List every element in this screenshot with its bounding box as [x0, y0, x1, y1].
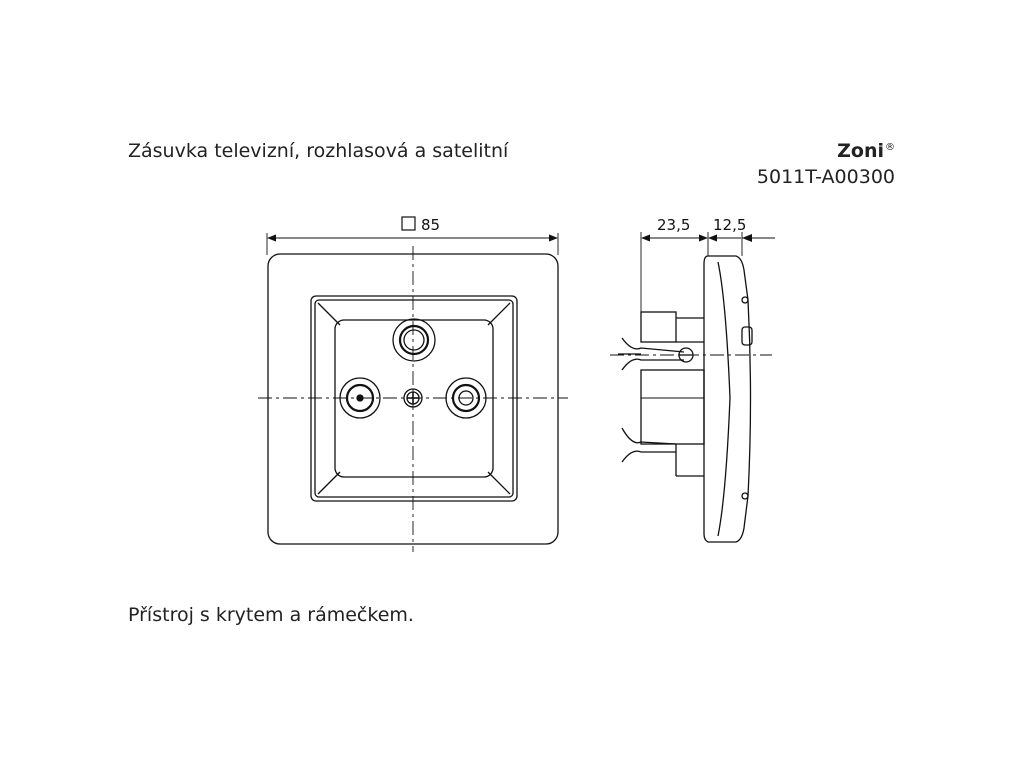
bevel-tl	[317, 302, 341, 326]
square-symbol	[401, 216, 416, 231]
side-height-arrow	[742, 234, 752, 242]
product-code: 5011T-A00300	[756, 166, 895, 188]
cover-profile-inner	[717, 261, 731, 537]
bevel-tr	[487, 302, 511, 326]
registered-mark: ®	[885, 141, 895, 153]
bevel-br	[487, 471, 511, 495]
cover-detail-mid	[741, 326, 753, 346]
product-title: Zásuvka televizní, rozhlasová a satelitn…	[128, 140, 509, 162]
mechanism-body-lower	[640, 369, 705, 445]
footer-note: Přístroj s krytem a rámečkem.	[128, 604, 414, 626]
mechanism-step	[676, 317, 704, 343]
side-height-label: 12,5	[713, 216, 746, 234]
socket-plate	[334, 319, 494, 478]
cover-detail-top	[741, 296, 749, 304]
bevel-bl	[317, 471, 341, 495]
front-width-label: 85	[421, 216, 440, 234]
cover-frame-inner	[314, 299, 514, 498]
brand-name: Zoni®	[837, 140, 895, 162]
cover-profile	[703, 255, 752, 543]
side-view	[610, 232, 775, 543]
side-depth-label: 23,5	[657, 216, 690, 234]
mechanism-body	[640, 311, 677, 343]
cable-clamp-bottom	[621, 427, 677, 463]
cable-clamp-top	[618, 337, 685, 371]
cover-detail-bottom	[741, 492, 749, 500]
cover-frame-outer	[310, 295, 518, 502]
front-view	[258, 233, 568, 552]
tv-connector	[392, 318, 436, 362]
brand-label: Zoni	[837, 140, 884, 162]
